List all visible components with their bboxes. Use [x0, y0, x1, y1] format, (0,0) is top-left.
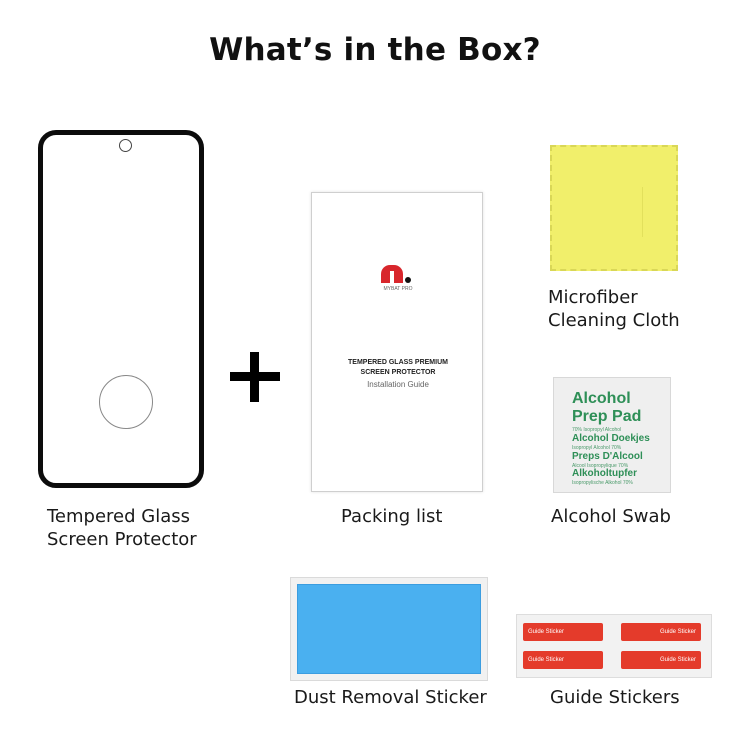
page-title: What’s in the Box?	[209, 32, 541, 68]
packing-list-line3: Installation Guide	[367, 380, 429, 389]
cloth-label-line1: Microfiber	[548, 287, 638, 308]
plus-icon-vertical	[250, 352, 259, 402]
guide-sticker-br: Guide Sticker	[621, 651, 701, 669]
guide-stickers-image: Guide Sticker Guide Sticker Guide Sticke…	[516, 614, 712, 678]
swab-label: Alcohol Swab	[551, 506, 671, 527]
guide-sticker-bl: Guide Sticker	[523, 651, 603, 669]
brand-logo-dot	[405, 277, 411, 283]
swab-lang3: Alkoholtupfer	[572, 468, 637, 479]
swab-sub3: Alcool Isopropylique 70%	[572, 463, 629, 469]
screen-protector-image	[38, 130, 204, 488]
dust-label: Dust Removal Sticker	[294, 687, 487, 708]
fingerprint-circle-icon	[99, 375, 153, 429]
cloth-label-line2: Cleaning Cloth	[548, 310, 680, 331]
cleaning-cloth-image	[550, 145, 678, 271]
guide-sticker-tr: Guide Sticker	[621, 623, 701, 641]
swab-heading1: Alcohol	[572, 390, 631, 407]
swab-sub4: Isopropylische Alkohol 70%	[572, 480, 633, 486]
swab-lang2: Preps D'Alcool	[572, 451, 643, 462]
dust-removal-sticker-image	[290, 577, 488, 681]
packing-list-line2: SCREEN PROTECTOR	[360, 369, 436, 376]
guide-sticker-tl: Guide Sticker	[523, 623, 603, 641]
camera-cutout-icon	[119, 139, 132, 152]
cloth-fold-line	[572, 187, 643, 237]
guide-label: Guide Stickers	[550, 687, 680, 708]
packing-list-image: MYBAT PRO TEMPERED GLASS PREMIUM SCREEN …	[311, 192, 483, 492]
brand-name: MYBAT PRO	[383, 286, 413, 292]
swab-lang1: Alcohol Doekjes	[572, 433, 650, 444]
protector-label-line1: Tempered Glass	[47, 506, 191, 527]
packing-list-line1: TEMPERED GLASS PREMIUM	[348, 359, 448, 366]
swab-heading2: Prep Pad	[572, 408, 642, 425]
swab-sub2: Isopropyl Alcohol 70%	[572, 445, 622, 451]
alcohol-swab-image: Alcohol Prep Pad 70% Isopropyl Alcohol A…	[553, 377, 671, 493]
protector-label: Tempered Glass Screen Protector	[47, 505, 197, 551]
swab-sub1: 70% Isopropyl Alcohol	[572, 427, 622, 433]
protector-label-line2: Screen Protector	[47, 529, 197, 550]
dust-sticker-blue-pad	[297, 584, 481, 674]
packing-list-label: Packing list	[341, 506, 443, 527]
cloth-label: Microfiber Cleaning Cloth	[548, 286, 680, 332]
brand-logo-icon	[381, 265, 403, 283]
